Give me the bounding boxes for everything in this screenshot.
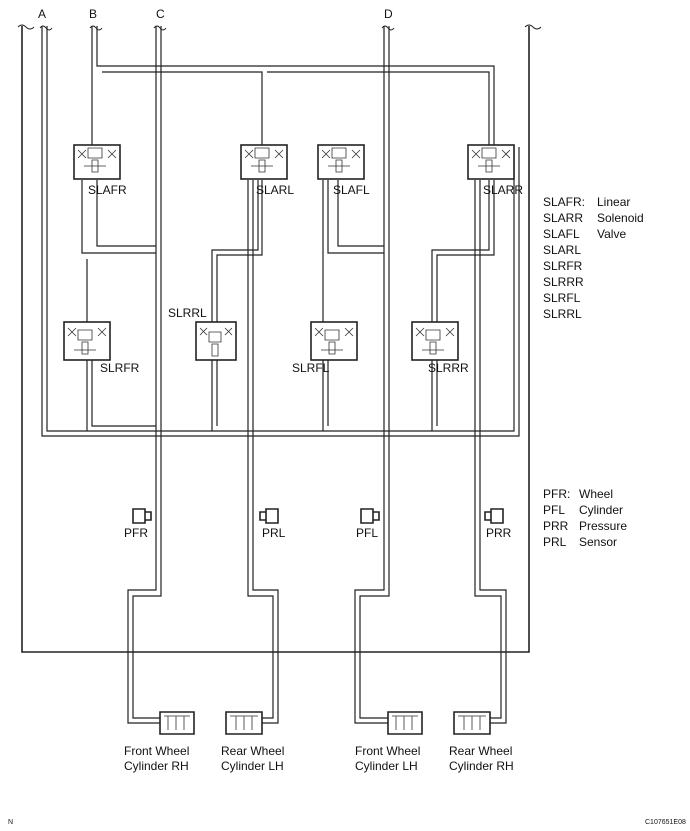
valve-label-slrrr: SLRRR — [428, 361, 469, 375]
outlet-pipes — [127, 180, 507, 724]
cylinder-front-rh-line2: Cylinder RH — [124, 759, 189, 773]
valve-slrrr: SLRRR — [411, 321, 469, 375]
legend-sensor-code-3: PRR — [543, 519, 569, 533]
legend-valve-code-6: SLRRR — [543, 275, 584, 289]
actuator-housing — [21, 26, 530, 653]
line-a-pipe — [39, 25, 520, 437]
legend-valve-desc-2: Solenoid — [597, 211, 644, 225]
wheel-cylinder-front-rh: Front Wheel Cylinder RH — [124, 711, 195, 773]
valve-label-slarl: SLARL — [256, 183, 294, 197]
sensor-label-prl: PRL — [262, 526, 286, 540]
cylinder-front-lh-line1: Front Wheel — [355, 744, 420, 758]
legend-valve-code-7: SLRFL — [543, 291, 581, 305]
cylinder-rear-rh-line2: Cylinder RH — [449, 759, 514, 773]
valve-interconnect-pipes — [81, 180, 495, 322]
legend-valve-code-8: SLRRL — [543, 307, 582, 321]
legend-sensor-desc-2: Cylinder — [579, 503, 623, 517]
line-label-d: D — [384, 7, 393, 21]
sensor-label-pfr: PFR — [124, 526, 148, 540]
valve-label-slrrl: SLRRL — [168, 306, 207, 320]
cylinder-rear-lh-line2: Cylinder LH — [221, 759, 284, 773]
valve-label-slrfr: SLRFR — [100, 361, 140, 375]
line-d-pipe — [381, 25, 395, 500]
legend-pressure-sensors: PFR: PFL PRR PRL Wheel Cylinder Pressure… — [543, 487, 627, 549]
sensor-label-prr: PRR — [486, 526, 512, 540]
valve-label-slarr: SLARR — [483, 183, 523, 197]
line-label-a: A — [38, 7, 46, 21]
legend-sensor-desc-1: Wheel — [579, 487, 613, 501]
legend-valve-code-2: SLARR — [543, 211, 583, 225]
legend-valve-code-1: SLAFR: — [543, 195, 585, 209]
sensor-pfr: PFR — [124, 508, 152, 540]
legend-solenoid-valves: SLAFR: SLARR SLAFL SLARL SLRFR SLRRR SLR… — [543, 195, 644, 321]
valve-slafr: SLAFR — [73, 144, 127, 197]
footer-left-code: N — [8, 819, 13, 826]
line-b-pipe — [89, 25, 495, 147]
valve-label-slafr: SLAFR — [88, 183, 127, 197]
sensor-pfl: PFL — [356, 508, 380, 540]
sensor-prr: PRR — [484, 508, 512, 540]
frame-break-mark-right — [524, 24, 542, 30]
valve-slarr: SLARR — [467, 144, 523, 197]
footer-figure-id: C107651E08 — [645, 819, 686, 826]
valve-slarl: SLARL — [240, 144, 294, 197]
cylinder-rear-rh-line1: Rear Wheel — [449, 744, 512, 758]
return-pipes — [86, 360, 438, 431]
legend-sensor-code-2: PFL — [543, 503, 565, 517]
legend-valve-code-4: SLARL — [543, 243, 581, 257]
cylinder-front-lh-line2: Cylinder LH — [355, 759, 418, 773]
legend-sensor-desc-3: Pressure — [579, 519, 627, 533]
valve-slrrl: SLRRL — [168, 306, 237, 361]
legend-valve-desc-3: Valve — [597, 227, 626, 241]
frame-break-mark-left — [17, 24, 35, 30]
wheel-cylinder-rear-lh: Rear Wheel Cylinder LH — [221, 711, 284, 773]
cylinder-rear-lh-line1: Rear Wheel — [221, 744, 284, 758]
legend-valve-code-5: SLRFR — [543, 259, 583, 273]
valve-slrfr: SLRFR — [63, 321, 140, 375]
wheel-cylinder-rear-rh: Rear Wheel Cylinder RH — [449, 711, 514, 773]
line-label-b: B — [89, 7, 97, 21]
legend-sensor-code-4: PRL — [543, 535, 567, 549]
sensor-prl: PRL — [259, 508, 286, 540]
wheel-cylinder-front-lh: Front Wheel Cylinder LH — [355, 711, 423, 773]
cylinder-front-rh-line1: Front Wheel — [124, 744, 189, 758]
valve-label-slafl: SLAFL — [333, 183, 370, 197]
line-label-c: C — [156, 7, 165, 21]
legend-valve-code-3: SLAFL — [543, 227, 580, 241]
valve-slafl: SLAFL — [317, 144, 370, 197]
legend-sensor-desc-4: Sensor — [579, 535, 617, 549]
legend-valve-desc-1: Linear — [597, 195, 630, 209]
line-c-pipe — [153, 25, 167, 500]
legend-sensor-code-1: PFR: — [543, 487, 570, 501]
valve-slrfl: SLRFL — [292, 321, 358, 375]
sensor-label-pfl: PFL — [356, 526, 378, 540]
valve-label-slrfl: SLRFL — [292, 361, 330, 375]
